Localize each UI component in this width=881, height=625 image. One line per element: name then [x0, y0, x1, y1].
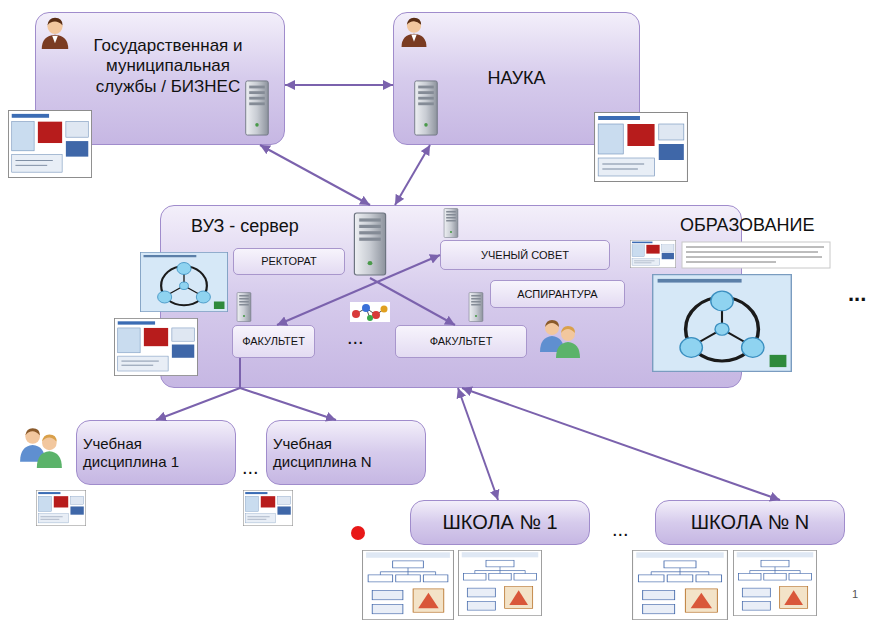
organization-box: НАУКА [393, 12, 640, 145]
ellipsis: ... [347, 326, 364, 348]
connector [277, 255, 440, 325]
flowchart-thumbnail [363, 550, 454, 619]
text-thumbnail [682, 242, 830, 268]
diagram-thumbnail [653, 275, 792, 372]
school-box: ШКОЛА № N [655, 500, 845, 545]
node-label: АСПИРАНТУРА [517, 288, 597, 301]
flowchart-thumbnail [458, 550, 541, 615]
ellipsis: ... [612, 518, 629, 540]
molecule-icon [350, 302, 390, 322]
screenshot-thumbnail [630, 240, 675, 268]
connector [285, 84, 393, 86]
connector [462, 388, 780, 500]
screenshot-thumbnail [8, 110, 91, 177]
screenshot-thumbnail [36, 490, 85, 525]
node-label: УЧЕНЫЙ СОВЕТ [481, 249, 569, 262]
people-icon [540, 320, 580, 358]
university-box: ВУЗ - серверРЕКТОРАТ УЧЕНЫЙ СОВЕТ АСПИРАНТ… [160, 205, 742, 388]
node-label: ШКОЛА № N [691, 511, 810, 535]
flowchart-thumbnail [733, 550, 816, 615]
screenshot-thumbnail [114, 318, 197, 375]
node-label: ШКОЛА № 1 [442, 511, 557, 535]
ellipsis: ... [242, 456, 259, 478]
discipline-box: Учебная дисциплина 1 [76, 420, 236, 485]
server-icon [415, 81, 438, 135]
page-number: 1 [852, 588, 858, 600]
discipline-box: Учебная дисциплина N [266, 420, 426, 485]
server-icon [237, 293, 251, 322]
screenshot-thumbnail [595, 113, 688, 182]
person-icon [42, 18, 68, 49]
node-label: ФАКУЛЬТЕТ [430, 335, 493, 348]
section-title: ОБРАЗОВАНИЕ [680, 216, 814, 236]
connector [156, 358, 240, 420]
server-icon [444, 209, 458, 238]
node-label: РЕКТОРАТ [261, 255, 317, 268]
server-icon [354, 213, 385, 275]
node-label: Учебная дисциплина 1 [83, 435, 203, 470]
screenshot-thumbnail [243, 490, 292, 525]
red-dot [351, 526, 365, 540]
node-label: ФАКУЛЬТЕТ [242, 335, 305, 348]
node-label: Государственная и муниципальная службы /… [78, 36, 258, 96]
unit-box: УЧЕНЫЙ СОВЕТ [440, 240, 610, 270]
unit-box: АСПИРАНТУРА [490, 280, 625, 308]
server-icon [246, 81, 269, 135]
unit-box: РЕКТОРАТ [233, 248, 345, 275]
node-label: НАУКА [487, 68, 545, 89]
school-box: ШКОЛА № 1 [410, 500, 590, 545]
connector [240, 358, 336, 420]
organization-box: Государственная и муниципальная службы /… [35, 12, 285, 145]
diagram-thumbnail [140, 252, 227, 311]
flowchart-thumbnail [633, 550, 728, 619]
node-label: Учебная дисциплина N [273, 435, 393, 470]
faculty-box: ФАКУЛЬТЕТ [395, 325, 527, 358]
node-label: ВУЗ - сервер [191, 216, 299, 237]
faculty-box: ФАКУЛЬТЕТ [232, 325, 315, 358]
server-icon [469, 293, 483, 322]
connector [395, 145, 430, 205]
person-icon [402, 18, 427, 47]
people-icon [20, 428, 62, 468]
connector [260, 145, 370, 205]
connector [370, 278, 455, 325]
ellipsis: ... [848, 282, 866, 306]
connector [458, 388, 498, 500]
